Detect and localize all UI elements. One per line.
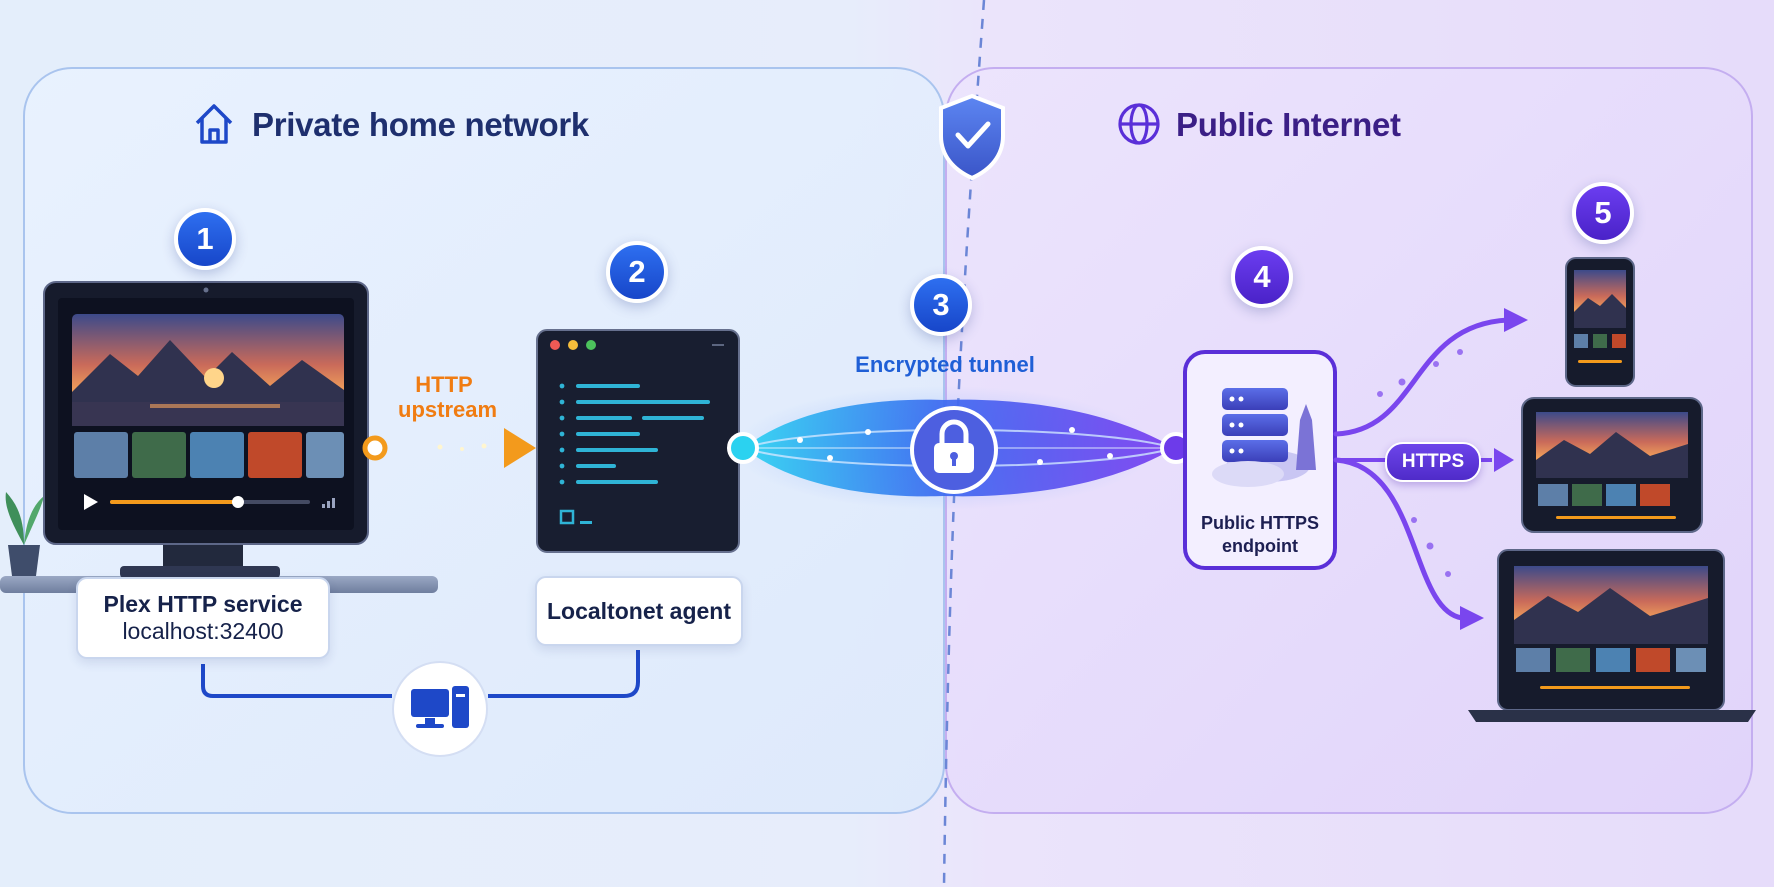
globe-icon — [1118, 103, 1160, 145]
step-badge-3: 3 — [910, 274, 972, 336]
step-badge-5: 5 — [1572, 182, 1634, 244]
volume-icon — [322, 498, 335, 508]
laptop-device — [1468, 549, 1756, 722]
plex-tv — [43, 281, 369, 578]
plex-service-address: localhost:32400 — [122, 618, 284, 644]
step-badge-1: 1 — [174, 208, 236, 270]
step-badge-4: 4 — [1231, 246, 1293, 308]
upstream-label: upstream — [398, 397, 498, 422]
plex-service-name: Plex HTTP service — [103, 591, 303, 617]
flow-dots — [1377, 349, 1463, 577]
http-upstream-label: HTTP upstream — [398, 372, 498, 422]
plex-service-label: Plex HTTP service localhost:32400 — [76, 577, 330, 659]
computer-icon — [392, 661, 488, 757]
phone-device — [1565, 257, 1635, 387]
arrowheads — [1460, 308, 1528, 630]
http-upstream-arrow — [362, 428, 536, 468]
server-stack-icon — [1212, 388, 1316, 487]
endpoint-label: Public HTTPS endpoint — [1190, 512, 1330, 558]
https-badge: HTTPS — [1385, 442, 1481, 482]
agent-terminal — [536, 329, 740, 553]
device-flow-arrows — [1333, 317, 1511, 621]
endpoint-line-2: endpoint — [1222, 536, 1298, 556]
tablet-device — [1521, 397, 1703, 533]
step-badge-2: 2 — [606, 241, 668, 303]
agent-label: Localtonet agent — [535, 576, 743, 646]
agent-to-computer-line — [488, 650, 640, 698]
endpoint-line-1: Public HTTPS — [1200, 513, 1319, 533]
private-network-title: Private home network — [252, 106, 589, 143]
encrypted-tunnel-label: Encrypted tunnel — [855, 352, 1035, 377]
lock-icon — [910, 406, 998, 494]
plex-to-computer-line — [201, 664, 392, 698]
plant-decoration — [5, 492, 44, 576]
agent-name: Localtonet agent — [546, 597, 731, 624]
public-internet-title: Public Internet — [1176, 106, 1401, 143]
http-label: HTTP — [415, 372, 473, 397]
shield-check-icon — [939, 93, 1005, 181]
house-icon — [195, 104, 233, 144]
play-icon — [84, 494, 98, 510]
